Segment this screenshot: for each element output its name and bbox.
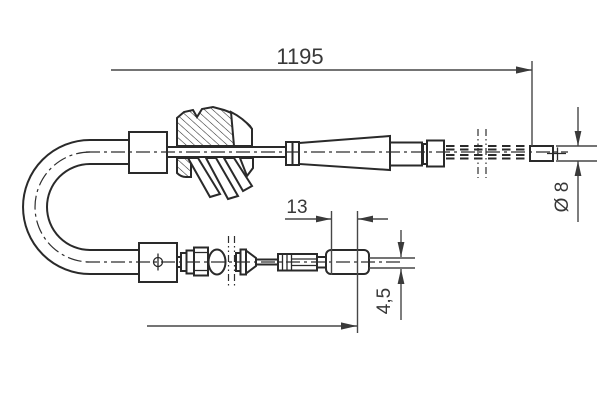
dimension-1195: 1195 — [111, 44, 533, 146]
dim-d8-arrow-up — [574, 161, 582, 176]
bend-inner-wall — [46, 163, 91, 251]
dimension-diameter-8: Ø 8 — [552, 107, 582, 222]
rod-2-walls — [317, 256, 326, 269]
grommet-upper-cap — [229, 110, 253, 147]
dimension-baseline — [147, 322, 357, 330]
dim-1195-arrowhead — [516, 66, 532, 74]
thin-rod-walls — [256, 258, 278, 266]
dim-13-arrow-left — [316, 215, 331, 223]
dim-45-arrow-up — [397, 269, 405, 284]
threaded-rod — [446, 145, 530, 160]
dimension-4-5: 4,5 — [374, 230, 405, 320]
taper-cone — [245, 248, 257, 276]
boot-collar — [285, 141, 300, 166]
upper-break-marks — [477, 129, 487, 178]
dim-1195-label: 1195 — [276, 44, 323, 69]
upper-cable-run — [86, 105, 597, 201]
lower-tube-walls — [90, 249, 141, 275]
baseline-arrowhead — [341, 322, 357, 330]
rod-diameter-lines — [369, 257, 415, 269]
stop-block — [426, 139, 445, 168]
sleeve-cylinder — [389, 141, 423, 167]
lower-break-marks — [227, 236, 236, 287]
dim-45-label: 4,5 — [374, 288, 395, 314]
dim-13-arrow-right — [358, 215, 373, 223]
seal-sleeve — [193, 246, 209, 277]
rubber-grommet — [176, 105, 254, 201]
seal-sleeve-lines — [194, 251, 208, 272]
dim-13-label: 13 — [286, 197, 307, 218]
dimension-13: 13 — [285, 197, 388, 333]
diameter-extension-lines — [556, 145, 597, 162]
grommet-lower-left — [176, 157, 192, 178]
upper-tube-walls — [90, 139, 131, 165]
bend-outer-wall — [22, 139, 91, 275]
dim-45-arrow-down — [397, 242, 405, 257]
dim-d8-label: Ø 8 — [552, 182, 573, 213]
boot-cone — [298, 134, 391, 172]
dim-d8-arrow-down — [574, 131, 582, 146]
lower-cable-run — [86, 236, 415, 287]
ferrule-cross-mark — [547, 147, 566, 160]
cable-bend-sheath — [22, 139, 141, 275]
bend-centerline — [34, 151, 91, 263]
